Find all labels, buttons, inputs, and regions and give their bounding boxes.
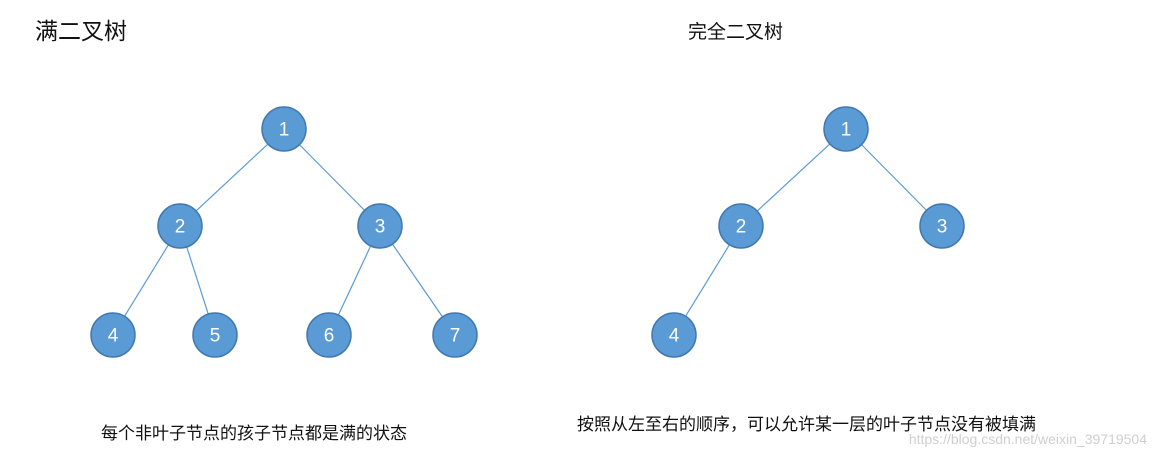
complete-node-circle <box>651 312 697 358</box>
full-node-circle <box>192 312 238 358</box>
complete-edge-1-3 <box>861 144 927 211</box>
full-binary-tree: 1 2 3 4 5 6 7 <box>90 106 478 358</box>
full-node-circle <box>157 203 203 249</box>
full-node-5: 5 <box>192 312 238 358</box>
watermark: https://blog.csdn.net/weixin_39719504 <box>908 431 1147 447</box>
full-node-3: 3 <box>357 203 403 249</box>
full-node-circle <box>432 312 478 358</box>
full-edge-1-3 <box>299 144 365 211</box>
full-node-4: 4 <box>90 312 136 358</box>
complete-node-label: 3 <box>937 217 948 238</box>
complete-tree-caption: 按照从左至右的顺序，可以允许某一层的叶子节点没有被填满 <box>577 415 1036 435</box>
complete-node-2: 2 <box>718 203 764 249</box>
full-node-1: 1 <box>261 106 307 152</box>
complete-edge-1-2 <box>756 143 831 212</box>
full-node-circle <box>357 203 403 249</box>
complete-node-circle <box>919 203 965 249</box>
complete-tree-title: 完全二叉树 <box>688 21 784 43</box>
complete-binary-tree: 1 2 3 4 <box>651 106 965 358</box>
complete-node-3: 3 <box>919 203 965 249</box>
full-edge-3-6 <box>337 245 372 316</box>
complete-node-label: 1 <box>841 120 852 141</box>
complete-node-circle <box>718 203 764 249</box>
full-node-label: 4 <box>108 326 119 347</box>
complete-node-label: 2 <box>736 217 747 238</box>
full-node-label: 1 <box>279 120 290 141</box>
full-tree-title: 满二叉树 <box>35 19 127 45</box>
full-node-label: 3 <box>375 217 386 238</box>
full-node-circle <box>90 312 136 358</box>
complete-node-1: 1 <box>823 106 869 152</box>
full-node-label: 6 <box>324 326 335 347</box>
complete-node-label: 4 <box>669 326 680 347</box>
full-node-2: 2 <box>157 203 203 249</box>
full-node-circle <box>261 106 307 152</box>
full-tree-caption: 每个非叶子节点的孩子节点都是满的状态 <box>101 424 407 444</box>
full-node-label: 5 <box>210 326 221 347</box>
full-edge-1-2 <box>195 143 269 212</box>
full-node-7: 7 <box>432 312 478 358</box>
full-node-label: 7 <box>450 326 461 347</box>
full-node-6: 6 <box>306 312 352 358</box>
full-edge-2-4 <box>124 244 169 317</box>
complete-node-circle <box>823 106 869 152</box>
complete-node-4: 4 <box>651 312 697 358</box>
full-edge-3-7 <box>391 243 444 318</box>
full-node-label: 2 <box>175 217 186 238</box>
complete-edge-2-4 <box>685 244 730 317</box>
full-node-circle <box>306 312 352 358</box>
full-edge-2-5 <box>186 246 209 315</box>
